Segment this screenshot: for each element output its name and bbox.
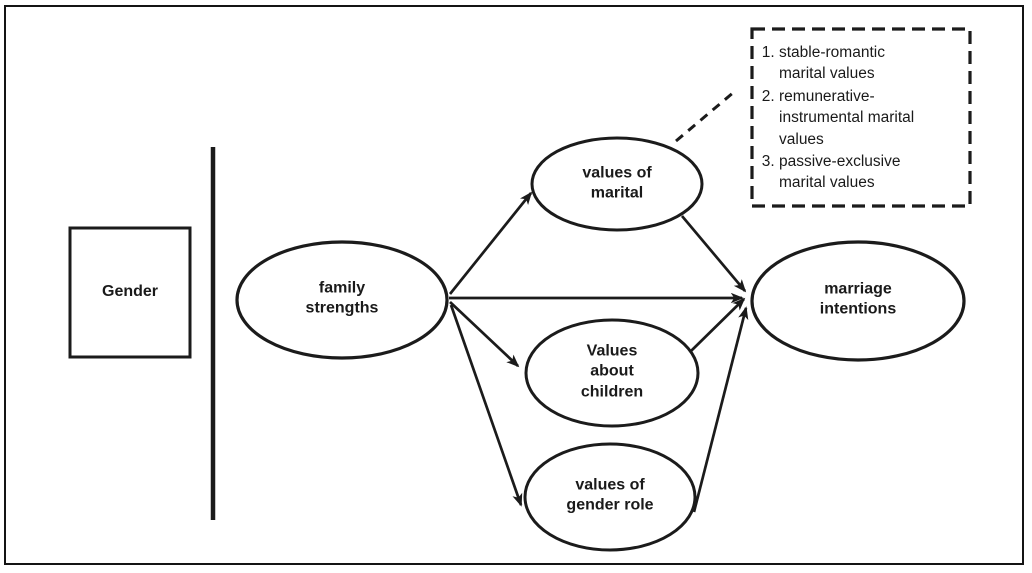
figure-border xyxy=(4,5,1024,565)
legend-list: stable-romantic marital values remunerat… xyxy=(758,42,962,194)
family-strengths-node-label: family strengths xyxy=(305,279,379,317)
legend-dashed-connector xyxy=(675,90,735,143)
values-of-gender-role-node-label: values of gender role xyxy=(566,476,654,514)
edge-gender-role-to-marriage xyxy=(692,306,749,513)
gender-node-shape xyxy=(68,226,192,359)
marital-values-legend: stable-romantic marital values remunerat… xyxy=(752,29,970,206)
marriage-intentions-node-shape xyxy=(750,240,966,362)
edge-family-to-children xyxy=(449,301,520,368)
edge-marital-to-marriage xyxy=(680,215,747,293)
values-about-children-node-label: Values about children xyxy=(580,342,644,401)
legend-item-2: remunerative- instrumental marital value… xyxy=(779,86,962,150)
gender-node-label: Gender xyxy=(101,282,159,300)
edge-family-to-marital xyxy=(448,191,533,295)
values-about-children-node-shape xyxy=(524,318,700,428)
legend-item-3: passive-exclusive marital values xyxy=(779,151,962,194)
values-of-marital-node-label: values of marital xyxy=(582,164,652,202)
edge-children-to-marriage xyxy=(690,297,746,352)
values-of-marital-node-shape xyxy=(530,136,704,232)
edge-family-to-gender-role xyxy=(449,304,523,507)
values-of-gender-role-node-shape xyxy=(523,442,697,552)
marriage-intentions-node-label: marriage intentions xyxy=(819,280,897,318)
legend-item-1: stable-romantic marital values xyxy=(779,42,962,85)
legend-box-border xyxy=(750,27,972,208)
family-strengths-node-shape xyxy=(235,240,449,360)
